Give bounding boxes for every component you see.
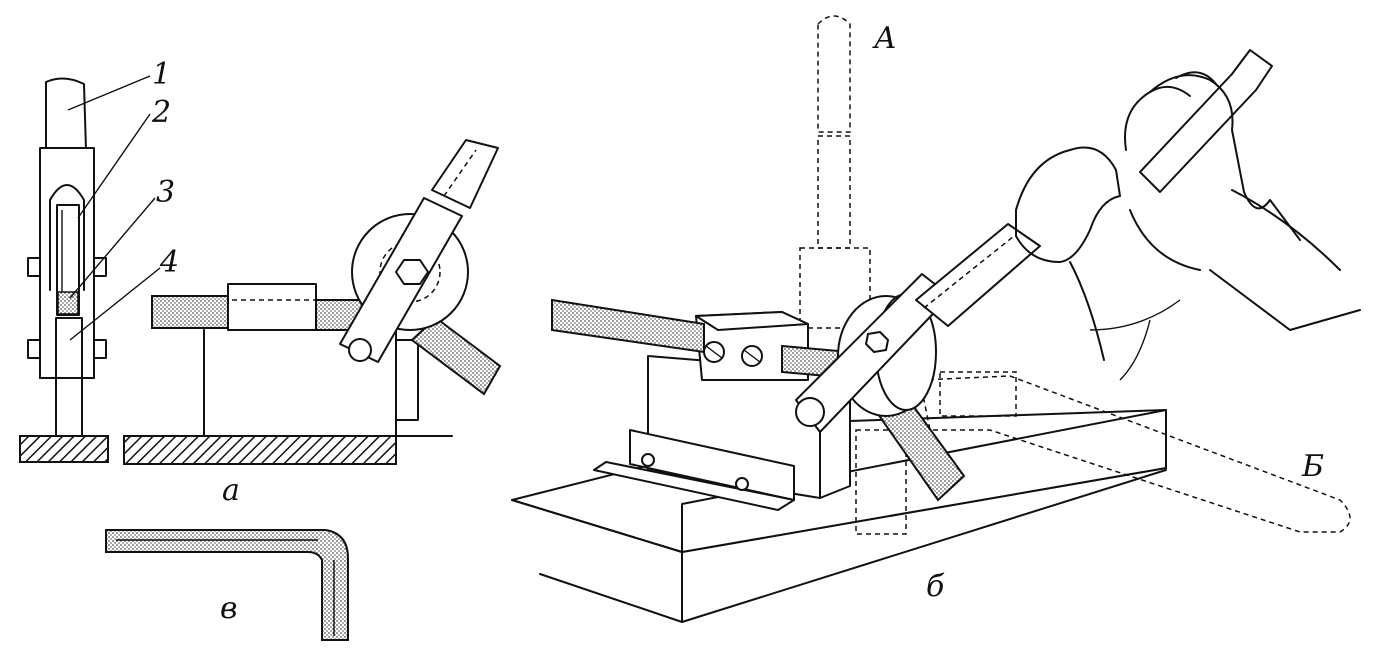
view-a-side-section: 1 2 3 4 [19,57,179,463]
view-b-label: б [926,569,945,604]
callout-4: 4 [159,245,179,280]
position-B-label: Б [1301,449,1324,484]
callout-1: 1 [152,57,171,92]
callout-2: 2 [151,95,171,130]
position-A-label: А [872,21,897,56]
view-b-isometric: А Б б [511,15,1361,623]
view-v-bent-part: в [105,529,349,641]
callout-3: 3 [156,175,175,210]
view-v-label: в [220,591,237,626]
view-a-label: а [222,473,240,508]
view-a-front: а [123,139,502,508]
